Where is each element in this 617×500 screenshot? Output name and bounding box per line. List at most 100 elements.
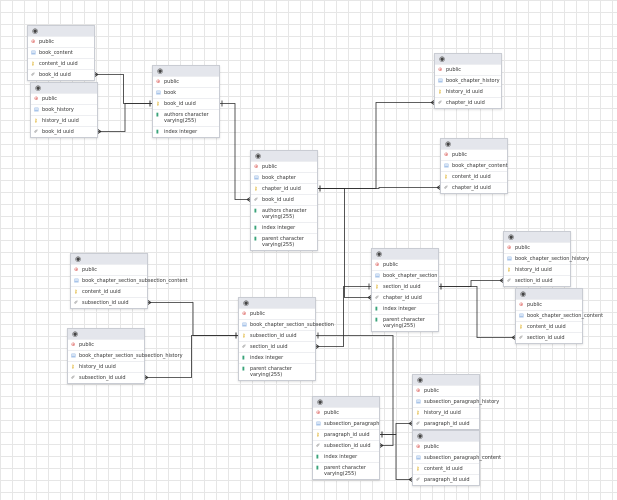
table-column[interactable]: ⚷history_id uuid (504, 264, 570, 275)
table-header[interactable]: ◉ (313, 397, 379, 407)
table-card-book-chapter-section[interactable]: ◉⊕public▤book_chapter_section⚷section_id… (371, 248, 439, 332)
table-card-book-chapter-section-history[interactable]: ◉⊕public▤book_chapter_section_history⚷hi… (503, 231, 589, 287)
table-card-book-chapter-section-content[interactable]: ◉⊕public▤book_chapter_section_content⚷co… (515, 288, 603, 344)
table-card-book-content[interactable]: ◉⊕public▤book_content⚷content_id uuid✐bo… (27, 25, 95, 81)
table-name[interactable]: ▤book (153, 87, 219, 98)
table-schema[interactable]: ⊕public (504, 242, 570, 253)
eye-icon[interactable]: ◉ (417, 432, 424, 440)
table-column[interactable]: ✐paragraph_id uuid (413, 474, 479, 485)
table-card-book-chapter-history[interactable]: ◉⊕public▤book_chapter_history⚷history_id… (434, 53, 502, 109)
table-column[interactable]: ⚷book_id uuid (153, 98, 219, 109)
table-schema[interactable]: ⊕public (372, 259, 438, 270)
table-column[interactable]: ⚷history_id uuid (31, 115, 97, 126)
table-column[interactable]: ✐book_id uuid (31, 126, 97, 137)
table-card-book-chapter-section-subsection-content[interactable]: ◉⊕public▤book_chapter_section_subsection… (70, 253, 188, 309)
table-header[interactable]: ◉ (68, 329, 144, 339)
table-column[interactable]: ✐chapter_id uuid (435, 97, 501, 108)
eye-icon[interactable]: ◉ (243, 299, 250, 307)
table-column[interactable]: ⚷history_id uuid (435, 86, 501, 97)
table-name[interactable]: ▤book_chapter_section_content (516, 310, 603, 321)
table-schema[interactable]: ⊕public (313, 407, 379, 418)
table-column[interactable]: ▮parent character varying(255) (251, 233, 317, 250)
table-name[interactable]: ▤book_content (28, 47, 94, 58)
table-schema[interactable]: ⊕public (435, 64, 501, 75)
table-column[interactable]: ⚷section_id uuid (372, 281, 438, 292)
table-column[interactable]: ⚷chapter_id uuid (251, 183, 317, 194)
table-column[interactable]: ⚷content_id uuid (71, 286, 147, 297)
table-header[interactable]: ◉ (153, 66, 219, 76)
table-header[interactable]: ◉ (435, 54, 501, 64)
table-schema[interactable]: ⊕public (153, 76, 219, 87)
table-name[interactable]: ▤book_chapter_section_subsection_history (68, 350, 183, 361)
table-header[interactable]: ◉ (31, 83, 97, 93)
table-column[interactable]: ⚷history_id uuid (413, 407, 479, 418)
table-column[interactable]: ▮parent character varying(255) (313, 462, 379, 479)
table-schema[interactable]: ⊕public (516, 299, 582, 310)
table-schema[interactable]: ⊕public (251, 161, 317, 172)
eye-icon[interactable]: ◉ (439, 55, 446, 63)
eye-icon[interactable]: ◉ (255, 152, 262, 160)
table-column[interactable]: ⚷content_id uuid (516, 321, 582, 332)
table-column[interactable]: ✐paragraph_id uuid (413, 418, 479, 429)
table-schema[interactable]: ⊕public (28, 36, 94, 47)
table-column[interactable]: ✐section_id uuid (239, 341, 315, 352)
table-column[interactable]: ✐chapter_id uuid (441, 182, 507, 193)
table-schema[interactable]: ⊕public (441, 149, 507, 160)
table-card-subsection-paragraph-history[interactable]: ◉⊕public▤subsection_paragraph_history⚷hi… (412, 374, 499, 430)
table-name[interactable]: ▤book_chapter_section (372, 270, 438, 281)
table-header[interactable]: ◉ (441, 139, 507, 149)
table-card-subsection-paragraph[interactable]: ◉⊕public▤subsection_paragraph⚷paragraph_… (312, 396, 380, 480)
eye-icon[interactable]: ◉ (417, 376, 424, 384)
table-name[interactable]: ▤subsection_paragraph (313, 418, 379, 429)
table-card-book-chapter[interactable]: ◉⊕public▤book_chapter⚷chapter_id uuid✐bo… (250, 150, 318, 251)
table-header[interactable]: ◉ (239, 298, 315, 308)
table-name[interactable]: ▤book_chapter (251, 172, 317, 183)
table-column[interactable]: ▮index integer (153, 126, 219, 137)
table-column[interactable]: ✐section_id uuid (504, 275, 570, 286)
table-column[interactable]: ✐book_id uuid (251, 194, 317, 205)
table-column[interactable]: ▮parent character varying(255) (372, 314, 438, 331)
table-schema[interactable]: ⊕public (68, 339, 144, 350)
eye-icon[interactable]: ◉ (317, 398, 324, 406)
table-name[interactable]: ▤book_chapter_content (441, 160, 508, 171)
table-column[interactable]: ✐chapter_id uuid (372, 292, 438, 303)
table-column[interactable]: ⚷content_id uuid (28, 58, 94, 69)
table-header[interactable]: ◉ (28, 26, 94, 36)
table-card-subsection-paragraph-content[interactable]: ◉⊕public▤subsection_paragraph_content⚷co… (412, 430, 501, 486)
table-name[interactable]: ▤book_chapter_section_subsection (239, 319, 334, 330)
table-name[interactable]: ▤subsection_paragraph_history (413, 396, 499, 407)
table-schema[interactable]: ⊕public (71, 264, 147, 275)
table-column[interactable]: ▮parent character varying(255) (239, 363, 315, 380)
eye-icon[interactable]: ◉ (157, 67, 164, 75)
table-name[interactable]: ▤subsection_paragraph_content (413, 452, 501, 463)
table-column[interactable]: ✐section_id uuid (516, 332, 582, 343)
table-header[interactable]: ◉ (372, 249, 438, 259)
table-column[interactable]: ⚷content_id uuid (413, 463, 479, 474)
eye-icon[interactable]: ◉ (508, 233, 515, 241)
table-column[interactable]: ⚷history_id uuid (68, 361, 144, 372)
table-column[interactable]: ⚷content_id uuid (441, 171, 507, 182)
table-name[interactable]: ▤book_chapter_section_subsection_content (71, 275, 188, 286)
eye-icon[interactable]: ◉ (376, 250, 383, 258)
table-column[interactable]: ▮authors character varying(255) (251, 205, 317, 222)
table-column[interactable]: ⚷subsection_id uuid (239, 330, 315, 341)
table-header[interactable]: ◉ (413, 375, 479, 385)
table-card-book-chapter-section-subsection[interactable]: ◉⊕public▤book_chapter_section_subsection… (238, 297, 334, 381)
eye-icon[interactable]: ◉ (75, 255, 82, 263)
table-name[interactable]: ▤book_history (31, 104, 97, 115)
table-schema[interactable]: ⊕public (413, 441, 479, 452)
table-header[interactable]: ◉ (251, 151, 317, 161)
table-column[interactable]: ▮index integer (251, 222, 317, 233)
table-column[interactable]: ✐subsection_id uuid (313, 440, 379, 451)
table-column[interactable]: ✐subsection_id uuid (71, 297, 147, 308)
table-schema[interactable]: ⊕public (31, 93, 97, 104)
table-column[interactable]: ✐book_id uuid (28, 69, 94, 80)
table-header[interactable]: ◉ (516, 289, 582, 299)
eye-icon[interactable]: ◉ (32, 27, 39, 35)
table-schema[interactable]: ⊕public (413, 385, 479, 396)
table-card-book[interactable]: ◉⊕public▤book⚷book_id uuid▮authors chara… (152, 65, 220, 138)
eye-icon[interactable]: ◉ (445, 140, 452, 148)
table-column[interactable]: ⚷paragraph_id uuid (313, 429, 379, 440)
table-column[interactable]: ✐subsection_id uuid (68, 372, 144, 383)
